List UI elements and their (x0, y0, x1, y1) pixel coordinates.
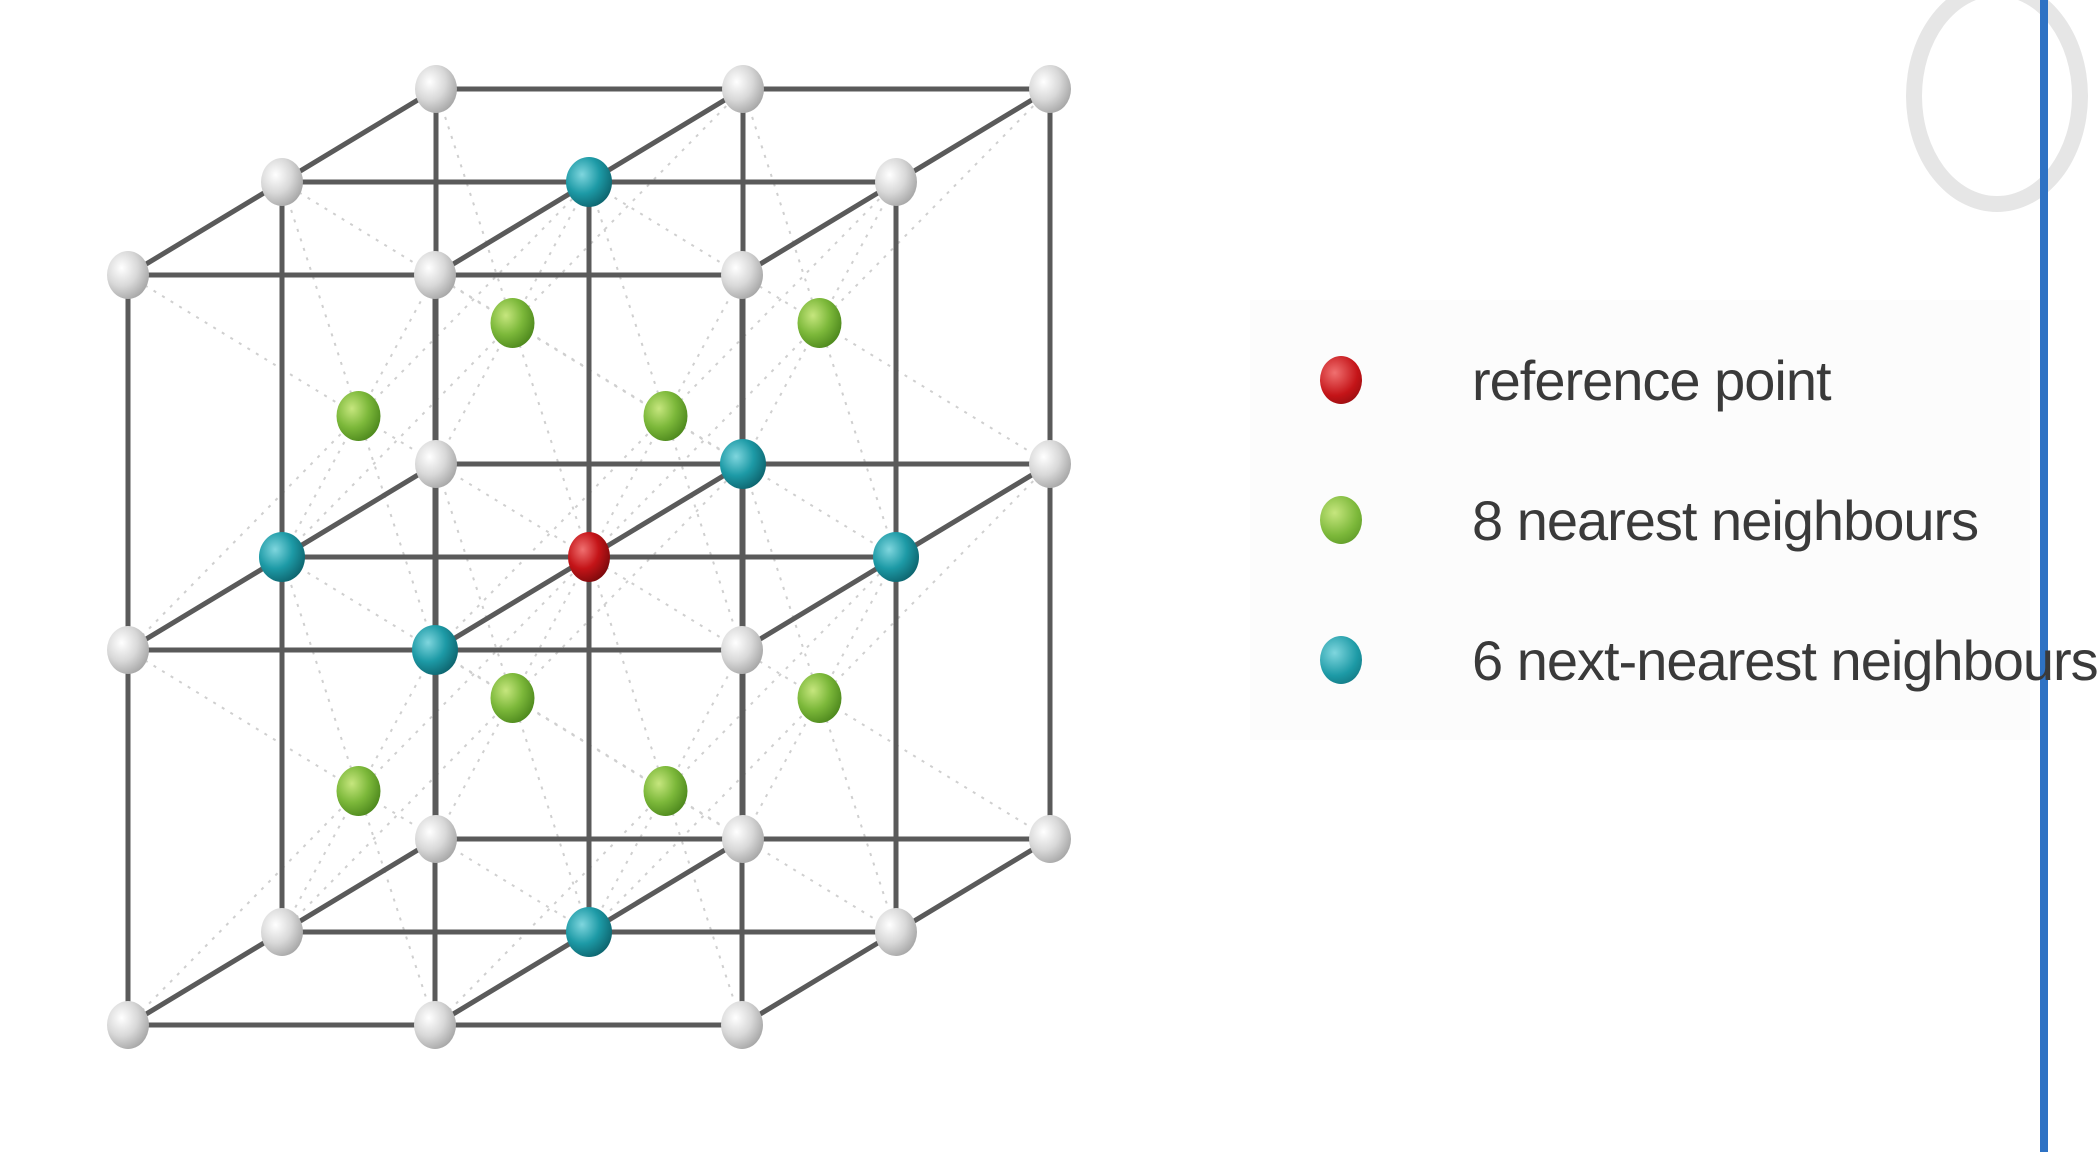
guide-line (588, 181, 743, 651)
legend: reference point 8 nearest neighbours 6 n… (1250, 300, 2098, 740)
nearest-neighbour-atom (797, 298, 842, 348)
lattice-atoms (107, 65, 1071, 1049)
nearest-neighbour-atom (797, 673, 842, 723)
lattice-atom (415, 815, 457, 863)
red-sphere-icon (1320, 356, 1362, 404)
lattice-atom (1029, 815, 1071, 863)
lattice-atom (107, 1001, 149, 1049)
lattice-atom (414, 251, 456, 299)
nearest-neighbour-atom (490, 298, 535, 348)
lattice-atom (722, 65, 764, 113)
guide-line (281, 181, 436, 651)
nearest-neighbour-atom (643, 391, 688, 441)
lattice-atom (415, 440, 457, 488)
lattice-atom (875, 158, 917, 206)
nearest-neighbour-atom (490, 673, 535, 723)
lattice-atom (722, 815, 764, 863)
bcc-lattice-diagram (107, 65, 1071, 1049)
lattice-atom (261, 908, 303, 956)
lattice-atom (1029, 65, 1071, 113)
legend-label: 8 nearest neighbours (1472, 488, 1979, 552)
legend-label: 6 next-nearest neighbours (1472, 628, 2098, 692)
guide-line (742, 88, 897, 558)
lattice-atom (721, 1001, 763, 1049)
lattice-atom (875, 908, 917, 956)
guide-line (435, 88, 590, 558)
lattice-atom (107, 626, 149, 674)
next-nearest-neighbour-atom (259, 532, 305, 582)
nearest-neighbour-atom (336, 766, 381, 816)
lattice-atom (414, 1001, 456, 1049)
guide-line (281, 556, 436, 1026)
next-nearest-neighbour-atom (412, 625, 458, 675)
nearest-neighbour-atom (336, 391, 381, 441)
green-sphere-icon (1320, 496, 1362, 544)
next-nearest-neighbour-atom (566, 157, 612, 207)
teal-sphere-icon (1320, 636, 1362, 684)
next-nearest-neighbour-atom (873, 532, 919, 582)
accent-edge-bar (2040, 0, 2048, 1152)
guide-line (435, 463, 590, 933)
legend-item-next-nearest-neighbours: 6 next-nearest neighbours (1320, 620, 2098, 700)
lattice-atom (107, 251, 149, 299)
lattice-atom (721, 626, 763, 674)
guide-line (588, 556, 743, 1026)
nearest-neighbour-atom (643, 766, 688, 816)
next-nearest-neighbour-atom (566, 907, 612, 957)
legend-label: reference point (1472, 348, 1832, 412)
reference-point-atom (568, 532, 610, 582)
guide-line (742, 463, 897, 933)
lattice-atom (721, 251, 763, 299)
legend-item-nearest-neighbours: 8 nearest neighbours (1320, 480, 1979, 560)
lattice-atom (261, 158, 303, 206)
lattice-atom (415, 65, 457, 113)
legend-item-reference-point: reference point (1320, 340, 1832, 420)
next-nearest-neighbour-atom (720, 439, 766, 489)
lattice-atom (1029, 440, 1071, 488)
